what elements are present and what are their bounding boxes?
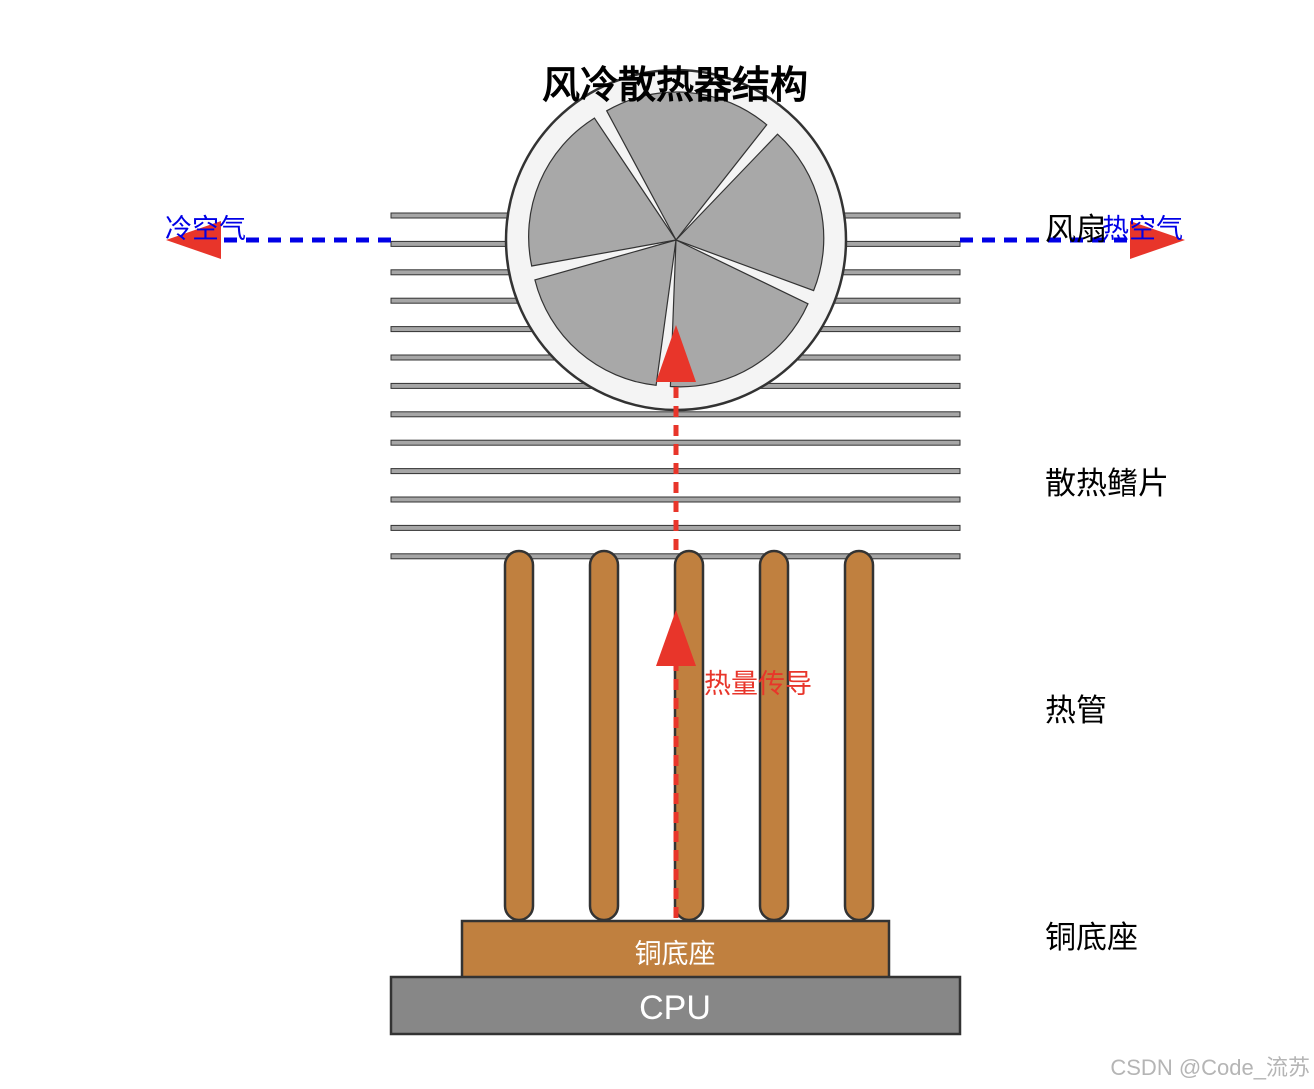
heat-pipe: [503, 549, 535, 922]
fan-blade: [669, 239, 809, 388]
heat-pipes: [503, 549, 875, 922]
hot-air-label: 热空气: [1102, 214, 1183, 245]
copper-base: [460, 919, 891, 980]
fan-blade: [674, 133, 825, 292]
heat-pipe: [588, 549, 620, 922]
fan-blade: [534, 239, 677, 386]
cpu-block: [389, 975, 962, 1036]
copper-base-label: 铜底座: [635, 939, 716, 970]
label-fins: 散热鳍片: [1045, 466, 1169, 502]
heat-pipe: [758, 549, 790, 922]
heat-pipe: [843, 549, 875, 922]
hot-air-arrowhead: [1130, 221, 1185, 259]
cold-air-label: 冷空气: [165, 214, 246, 245]
fan-blade: [528, 117, 678, 267]
label-heatpipe: 热管: [1045, 693, 1107, 729]
label-base: 铜底座: [1045, 920, 1138, 956]
label-fan: 风扇: [1045, 212, 1107, 248]
watermark: CSDN @Code_流苏: [1110, 1055, 1310, 1080]
heat-pipe: [673, 549, 705, 922]
fan-blade: [605, 91, 768, 242]
heat-flow-arrowhead-upper: [656, 325, 696, 382]
heat-flow-arrowhead-lower: [656, 610, 696, 666]
cold-air-arrowhead: [166, 221, 221, 259]
fan-blades: [528, 91, 825, 388]
heat-conduction-label: 热量传导: [704, 669, 812, 700]
diagram-title: 风冷散热器结构: [542, 63, 808, 107]
cpu-label: CPU: [639, 989, 711, 1027]
